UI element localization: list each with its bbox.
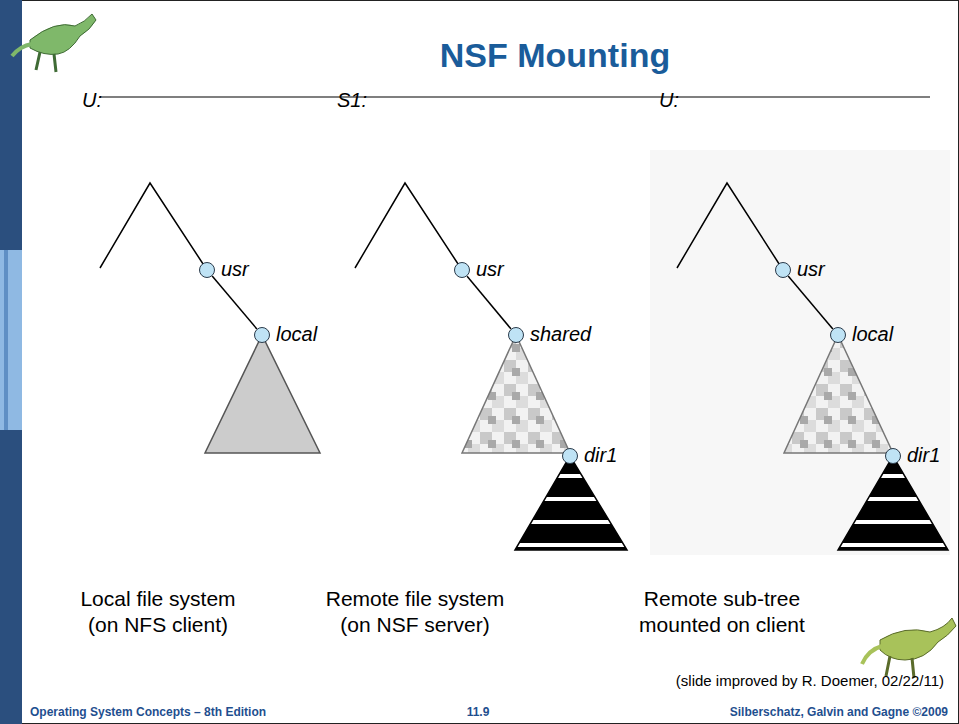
directory-name: usr <box>797 258 825 281</box>
tree-edge <box>467 276 511 329</box>
directory-node: dir1 <box>562 448 578 464</box>
slide-title: NSF Mounting <box>440 36 670 75</box>
directory-name: dir1 <box>907 444 940 467</box>
directory-name: local <box>852 323 893 346</box>
directory-node: local <box>830 327 846 343</box>
directory-name: usr <box>476 258 504 281</box>
directory-node: usr <box>775 262 791 278</box>
directory-name: local <box>276 323 317 346</box>
footer-text: Operating System Concepts – 8th Edition <box>30 705 266 719</box>
directory-node: dir1 <box>885 448 901 464</box>
dinosaur-logo <box>12 14 96 72</box>
directory-name: shared <box>530 323 591 346</box>
tree-caption: Remote file system (on NSF server) <box>310 586 520 638</box>
page-number: 11.9 <box>467 705 490 719</box>
tree-edge <box>212 276 257 329</box>
directory-tree <box>100 183 320 453</box>
dinosaur-logo <box>862 618 956 678</box>
directory-tree <box>677 183 948 550</box>
tree-caption: Local file system (on NFS client) <box>68 586 248 638</box>
directory-node: local <box>254 327 270 343</box>
tree-caption: Remote sub-tree mounted on client <box>620 586 825 638</box>
root-label: U: <box>82 89 102 112</box>
directory-name: usr <box>221 258 249 281</box>
credit-note: (slide improved by R. Doemer, 02/22/11) <box>676 672 944 689</box>
footer-text: Silberschatz, Galvin and Gagne ©2009 <box>730 705 948 719</box>
root-label: S1: <box>337 89 367 112</box>
directory-node: shared <box>508 327 524 343</box>
directory-node: usr <box>454 262 470 278</box>
directory-tree <box>355 183 627 550</box>
directory-node: usr <box>199 262 215 278</box>
root-label: U: <box>659 89 679 112</box>
directory-name: dir1 <box>584 444 617 467</box>
tree-edge <box>788 276 833 329</box>
